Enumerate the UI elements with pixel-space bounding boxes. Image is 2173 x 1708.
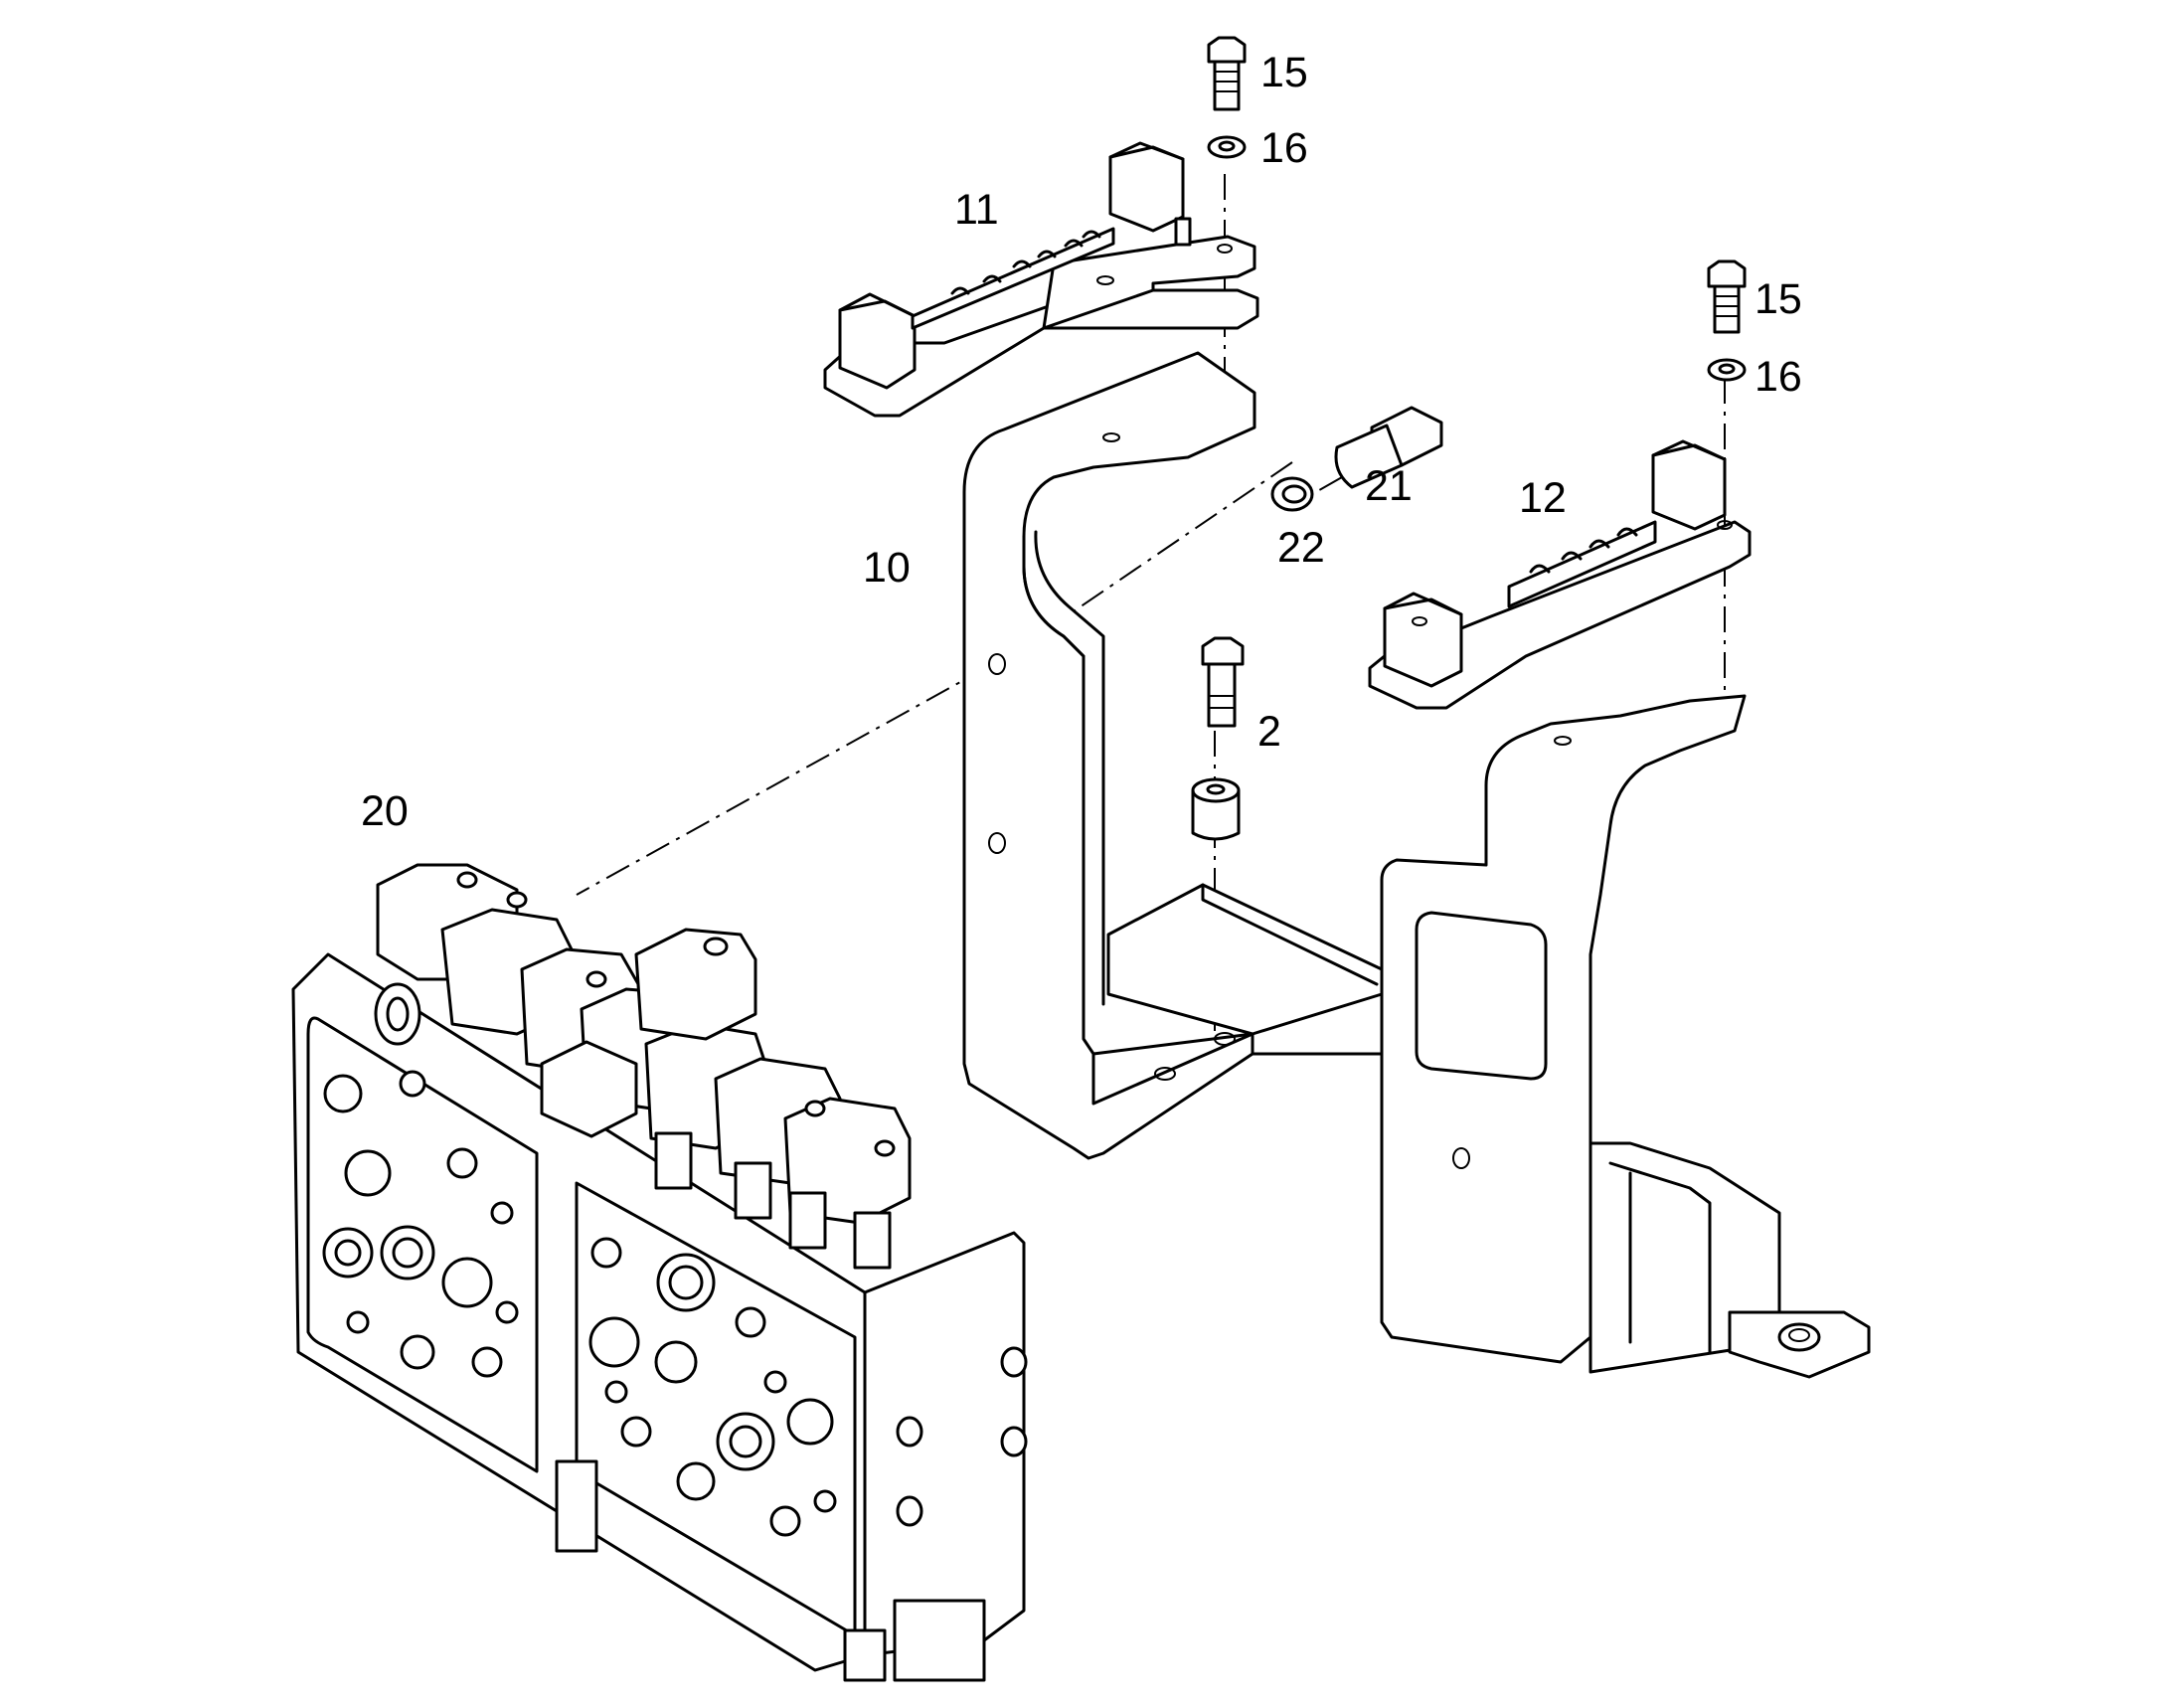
clamp-plate-12 (1368, 439, 1752, 710)
callout-2: 2 (1257, 708, 1281, 756)
bolt-2 (1201, 636, 1245, 728)
callout-10: 10 (863, 544, 911, 592)
callout-16-top: 16 (1260, 124, 1308, 172)
washer-16-right (1707, 358, 1747, 382)
callout-15-right: 15 (1755, 275, 1802, 323)
washer-16-top (1207, 135, 1247, 159)
callout-22: 22 (1277, 524, 1325, 572)
callout-20: 20 (361, 787, 409, 835)
bolt-21 (1334, 406, 1443, 489)
callout-16-right: 16 (1755, 353, 1802, 401)
bolt-15-top (1207, 36, 1247, 111)
spacer-2 (1191, 777, 1241, 841)
callout-15-top: 15 (1260, 49, 1308, 96)
frame-bracket-10 (962, 351, 1384, 1160)
right-side-frame (1380, 694, 1871, 1379)
bolt-15-right (1707, 259, 1747, 334)
callout-12: 12 (1519, 474, 1567, 522)
seal-ring-22 (1270, 476, 1314, 512)
callout-11: 11 (954, 186, 999, 234)
clamp-plate-11 (823, 141, 1259, 418)
callout-21: 21 (1365, 462, 1413, 510)
control-valve-20 (291, 863, 1028, 1682)
